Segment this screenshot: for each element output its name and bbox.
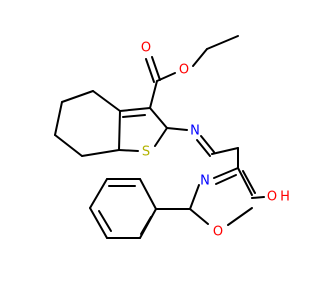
bond — [149, 80, 158, 109]
molecule-diagram: O O N S N O H O — [54, 35, 290, 240]
bond — [206, 35, 239, 50]
atom-label-imine-n: N — [190, 124, 200, 139]
bond — [140, 216, 152, 235]
bond — [118, 149, 139, 152]
bond — [54, 134, 83, 157]
bond — [242, 170, 256, 194]
bond — [211, 147, 239, 155]
bond — [139, 178, 157, 210]
bond — [251, 196, 265, 199]
atom-label-ester-o: O — [179, 63, 189, 78]
atom-label-hydroxy-h: H — [280, 190, 290, 205]
bond — [166, 127, 188, 131]
bond — [196, 139, 211, 157]
bond — [192, 48, 208, 67]
bond — [200, 135, 215, 153]
bond — [81, 149, 120, 157]
atom-label-oxazole-n: N — [200, 174, 210, 189]
bond — [189, 208, 209, 225]
bond — [156, 72, 176, 82]
atom-label-oxazole-o: O — [213, 225, 223, 240]
bond — [154, 127, 168, 147]
bond — [92, 90, 121, 112]
bond — [145, 58, 155, 83]
bond — [54, 101, 63, 136]
bond — [149, 107, 168, 129]
bond — [215, 174, 237, 185]
bond — [118, 110, 121, 151]
bond — [151, 56, 161, 81]
bond — [213, 167, 239, 179]
bond — [122, 114, 146, 118]
bond — [89, 178, 108, 209]
bond — [89, 207, 108, 239]
atom-label-hydroxy-o: O — [267, 190, 277, 205]
structure-canvas: O O N S N O H O — [54, 35, 290, 240]
bond — [227, 207, 253, 226]
atom-label-carbonyl-o: O — [141, 41, 151, 56]
atom-label-thiophene-s: S — [142, 145, 150, 160]
bond — [237, 167, 253, 196]
bond — [189, 184, 200, 210]
bond — [98, 210, 112, 232]
bond — [61, 90, 94, 103]
bond — [119, 107, 151, 112]
